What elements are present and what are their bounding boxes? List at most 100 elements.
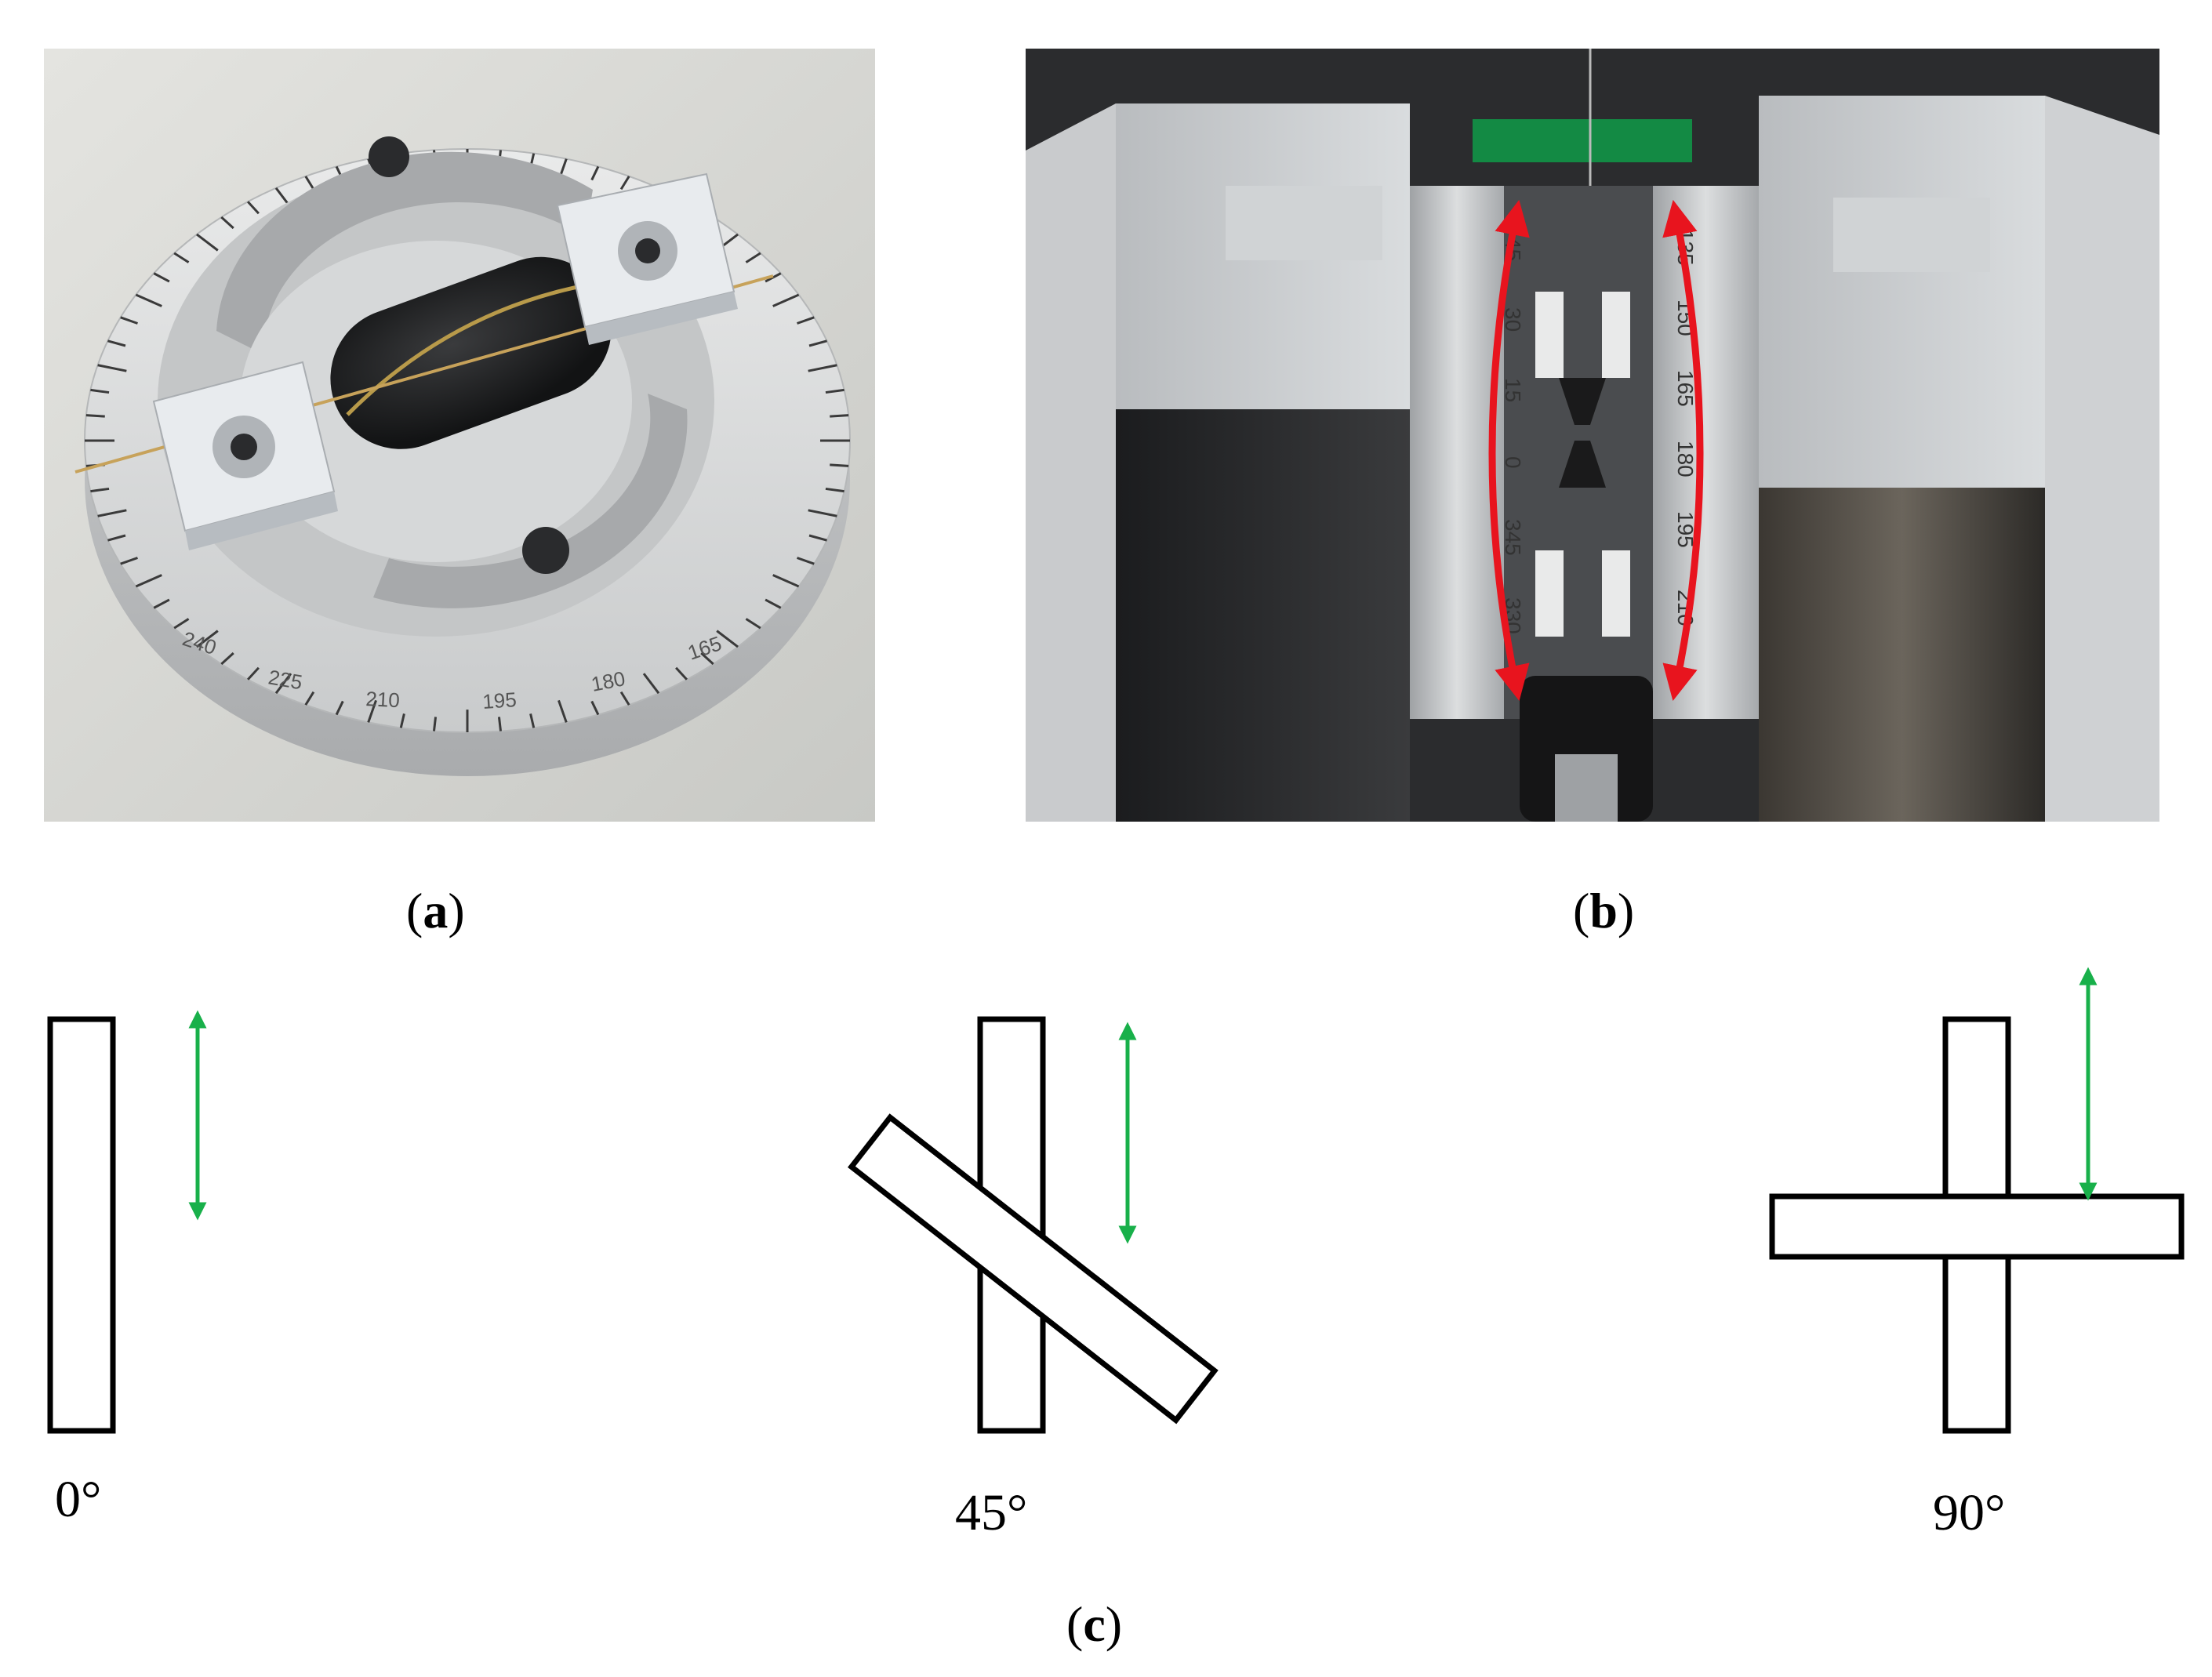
dial-tick bbox=[772, 293, 800, 307]
right-yoke-face bbox=[1759, 488, 2045, 822]
dial-tick bbox=[399, 713, 405, 728]
dial-tick bbox=[90, 388, 110, 394]
photo-electromagnet-setup: 45 30 15 0 345 330 135 150 165 180 195 2… bbox=[1026, 49, 2159, 822]
label-plate-right bbox=[1833, 198, 1990, 272]
dial-tick bbox=[808, 534, 827, 542]
reference-sample-bar bbox=[47, 1016, 116, 1434]
rotation-stage-illustration: 240 225 210 195 180 165 bbox=[44, 49, 875, 822]
spacer-lower-left bbox=[1535, 550, 1564, 637]
dial-tick bbox=[745, 252, 761, 263]
angle-label-90: 90° bbox=[1933, 1484, 2006, 1541]
double-headed-arrow-icon bbox=[1662, 199, 1704, 702]
rotated-sample-bar bbox=[1769, 1193, 2185, 1260]
scale-number: 0 bbox=[1501, 456, 1525, 469]
dial-tick bbox=[432, 717, 438, 731]
dial-tick bbox=[153, 272, 170, 283]
dial-tick bbox=[825, 388, 844, 394]
dial-tick bbox=[808, 509, 837, 517]
knob-shaft bbox=[1555, 754, 1618, 822]
dial-tick bbox=[830, 463, 849, 467]
label-plate-left bbox=[1226, 186, 1382, 260]
dial-tick bbox=[220, 216, 234, 230]
dial-tick bbox=[304, 176, 315, 191]
dial-tick bbox=[304, 691, 315, 706]
dial-tick bbox=[173, 252, 190, 263]
panel-label-b: (b) bbox=[1573, 883, 1635, 938]
dial-tick bbox=[97, 509, 127, 517]
dial-tick bbox=[107, 339, 126, 347]
dial-tick bbox=[220, 652, 234, 666]
dial-tick bbox=[246, 666, 260, 681]
left-outer-plate bbox=[1026, 103, 1116, 822]
dial-tick bbox=[808, 364, 837, 372]
right-coil bbox=[1653, 186, 1759, 719]
dial-tick bbox=[825, 487, 844, 493]
clamp-left bbox=[152, 361, 338, 550]
dial-tick bbox=[529, 713, 536, 728]
electromagnet-illustration: 45 30 15 0 345 330 135 150 165 180 195 2… bbox=[1026, 49, 2159, 822]
pole-tip-upper bbox=[1559, 378, 1606, 425]
panel-label-c: (c) bbox=[1066, 1596, 1123, 1652]
dial-tick bbox=[120, 316, 138, 325]
dial-tick bbox=[772, 574, 800, 588]
dial-number: 195 bbox=[481, 688, 517, 713]
dial-tick bbox=[700, 652, 714, 666]
dial-tick bbox=[830, 414, 849, 418]
right-yoke-top bbox=[1759, 96, 2045, 488]
dial-tick bbox=[274, 673, 292, 695]
scale-number: 180 bbox=[1673, 441, 1698, 477]
dial-tick bbox=[196, 630, 219, 648]
dial-tick bbox=[642, 673, 660, 695]
clamp-right bbox=[556, 172, 738, 345]
dial-tick bbox=[675, 666, 688, 681]
dial-tick bbox=[135, 574, 162, 588]
right-outer-plate bbox=[2045, 96, 2159, 822]
dial-tick bbox=[135, 293, 162, 307]
arc-slot-lower bbox=[373, 394, 688, 608]
spacer-upper-left bbox=[1535, 292, 1564, 378]
dial-tick bbox=[107, 534, 126, 542]
angle-label-45: 45° bbox=[955, 1484, 1028, 1541]
left-yoke-face bbox=[1116, 409, 1410, 822]
pole-tip-lower bbox=[1559, 441, 1606, 488]
dial-tick bbox=[808, 339, 827, 347]
dial-tick bbox=[619, 691, 630, 706]
dial-tick bbox=[335, 700, 344, 716]
dial-tick bbox=[590, 165, 600, 181]
orientation-0-deg bbox=[47, 1010, 207, 1434]
dial-tick bbox=[196, 233, 219, 252]
dial-tick bbox=[97, 364, 127, 372]
photo-rotation-stage: 240 225 210 195 180 165 bbox=[44, 49, 875, 822]
scale-number: 15 bbox=[1501, 378, 1525, 402]
screw-icon bbox=[369, 136, 409, 177]
left-coil bbox=[1410, 186, 1504, 719]
scale-number: 345 bbox=[1501, 519, 1525, 556]
rotated-sample-bar bbox=[848, 1113, 1219, 1425]
spacer-upper-right bbox=[1602, 292, 1630, 378]
green-holder bbox=[1473, 119, 1692, 162]
dial-tick bbox=[745, 618, 761, 630]
dial-tick bbox=[765, 598, 782, 609]
dial-tick bbox=[797, 557, 815, 565]
dial-tick bbox=[716, 630, 739, 648]
spacer-lower-right bbox=[1602, 550, 1630, 637]
orientation-45-deg bbox=[848, 1016, 1219, 1434]
dial-number: 210 bbox=[365, 687, 401, 712]
dial-tick bbox=[153, 598, 170, 609]
dial-tick bbox=[85, 414, 105, 418]
dial-tick bbox=[173, 618, 190, 630]
adjustment-knob bbox=[1520, 676, 1653, 822]
angle-label-0: 0° bbox=[55, 1471, 102, 1528]
dial-tick bbox=[367, 699, 377, 723]
orientation-diagram bbox=[47, 967, 2185, 1434]
dial-tick bbox=[90, 487, 110, 493]
dial-tick bbox=[558, 699, 568, 723]
dial-tick bbox=[619, 176, 630, 191]
scale-number: 30 bbox=[1501, 307, 1525, 332]
dial-number: 225 bbox=[267, 665, 304, 694]
dial-tick bbox=[120, 557, 138, 565]
screw-icon bbox=[522, 527, 569, 574]
orientation-90-deg bbox=[1769, 967, 2185, 1434]
dial-tick bbox=[590, 700, 600, 716]
dial-tick bbox=[797, 316, 815, 325]
